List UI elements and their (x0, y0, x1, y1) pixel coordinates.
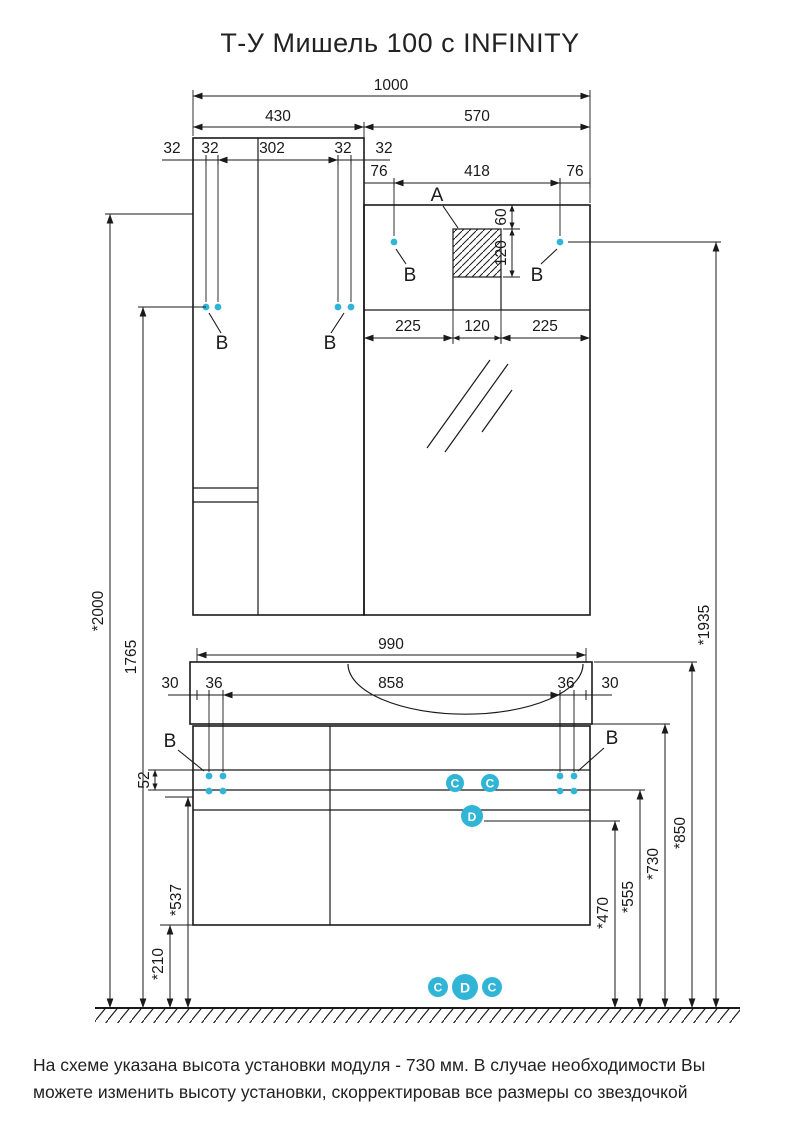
mirror-glass-marks (426, 359, 513, 453)
dim-basin-span: 858 (378, 675, 404, 692)
fastener-c-circle (482, 977, 502, 997)
fastener-d-circle (461, 805, 483, 827)
dim-box-height: 120 (493, 240, 510, 266)
installation-note-line-2: можете изменить высоту установки, скорре… (33, 1082, 688, 1103)
installation-note-line-1: На схеме указана высота установки модуля… (33, 1055, 706, 1075)
marker-a: A (431, 185, 444, 206)
top-dimensions: 1000 430 570 32 32 302 32 32 76 418 76 (162, 77, 591, 302)
dim-mirror-offset-1: 76 (370, 163, 387, 180)
lower-right-dimensions: *470 *555 *730 *850 (484, 661, 697, 1008)
marker-b-2-leader (330, 312, 345, 334)
dim-left-rail-height: *537 (168, 884, 185, 916)
marker-b-5: B (164, 731, 177, 752)
dim-side-offset-4: 32 (375, 140, 392, 157)
fastener-c-label: C (451, 777, 460, 791)
dim-left-span: 302 (259, 140, 285, 157)
dim-left-mount-height: 1765 (123, 640, 140, 674)
dim-d-height: *470 (595, 897, 612, 929)
dim-right-width: 570 (464, 108, 490, 125)
vanity-cabinet (192, 725, 591, 926)
anchor-dot (556, 238, 564, 246)
dim-counter-edge-2: 30 (601, 675, 619, 692)
dim-box-width: 120 (464, 318, 490, 335)
dim-mirror-side-2: 225 (532, 318, 558, 335)
upper-cabinets: A 60 120 225 120 225 (192, 137, 591, 616)
chain-858-extensions (208, 700, 575, 772)
marker-a-leader (442, 205, 459, 229)
dim-box-top: 60 (493, 208, 510, 226)
marker-b-2: B (324, 333, 337, 354)
connection-box-hatch (452, 228, 502, 278)
fastener-c-circle (446, 774, 464, 792)
height-dimensions: *2000 1765 *1935 (90, 213, 721, 1008)
dim-counter-width: 990 (378, 636, 404, 653)
floor: C D C (95, 974, 740, 1023)
dim-counter-height: *850 (672, 817, 689, 849)
marker-b-6: B (606, 728, 619, 749)
fastener-c-label: C (486, 777, 495, 791)
connection-box-sides (452, 277, 502, 310)
dim-total-height: *2000 (90, 590, 107, 631)
dim-rail-height: 52 (136, 771, 153, 788)
anchor-dot (214, 303, 222, 311)
dim-module-height: *730 (645, 848, 662, 880)
dim-bottom-clearance: *210 (150, 948, 167, 980)
dim-right-mount-height: *1935 (696, 605, 713, 646)
floor-hatch (95, 1008, 740, 1023)
anchor-dot (390, 238, 398, 246)
anchor-dot (570, 787, 578, 795)
dim-counter-edge-1: 30 (161, 675, 179, 692)
anchor-dot (347, 303, 355, 311)
countertop: 990 30 36 858 36 30 (161, 636, 619, 772)
mirror-cabinet (363, 204, 591, 616)
chain-32-extensions (205, 165, 352, 302)
dim-counter-offset-2: 36 (557, 675, 574, 692)
page-title: Т-У Мишель 100 с INFINITY (220, 28, 580, 58)
marker-b-4: B (531, 265, 544, 286)
dim-mirror-offset-2: 76 (566, 163, 583, 180)
marker-b-1: B (216, 333, 229, 354)
fastener-c-circle (428, 977, 448, 997)
anchor-dot (570, 772, 578, 780)
anchor-dot (205, 772, 213, 780)
marker-b-3: B (404, 265, 417, 286)
vanity-unit: B B C C D (164, 725, 619, 926)
anchor-dot (219, 787, 227, 795)
fastener-d-circle (452, 974, 478, 1000)
fastener-c-label: C (488, 981, 497, 995)
installation-note: На схеме указана высота установки модуля… (33, 1052, 781, 1106)
dim-mirror-side-1: 225 (395, 318, 421, 335)
fastener-d-label: D (460, 980, 470, 996)
left-column-shelves (193, 487, 258, 503)
basin-curve (347, 663, 584, 715)
chain-858-ticks (196, 690, 587, 700)
dim-counter-offset-1: 36 (205, 675, 222, 692)
anchor-dot (219, 772, 227, 780)
mounting-rail (193, 769, 590, 791)
marker-b-6-leader (577, 747, 605, 772)
anchor-dot (205, 787, 213, 795)
lower-left-dimensions: 52 *537 *210 (136, 769, 193, 1008)
dim-side-offset-3: 32 (334, 140, 351, 157)
dim-c-height: *555 (620, 881, 637, 913)
marker-b-5-leader (177, 749, 205, 772)
countertop-slab (189, 661, 593, 725)
anchor-dot (556, 787, 564, 795)
fastener-d-label: D (468, 810, 477, 824)
anchor-dot (334, 303, 342, 311)
dim-left-width: 430 (265, 108, 291, 125)
marker-b-4-leader (540, 248, 558, 265)
dim-side-offset-2: 32 (201, 140, 218, 157)
upper-mount-points: B B B B (202, 238, 564, 354)
anchor-dot (556, 772, 564, 780)
fastener-c-label: C (434, 981, 443, 995)
chain-76-extensions (393, 188, 561, 236)
dim-mirror-span: 418 (464, 163, 490, 180)
marker-b-3-leader (395, 248, 407, 265)
dim-side-offset-1: 32 (163, 140, 180, 157)
marker-b-1-leader (208, 312, 222, 334)
fastener-c-circle (481, 774, 499, 792)
dim-overall-width: 1000 (374, 77, 409, 94)
